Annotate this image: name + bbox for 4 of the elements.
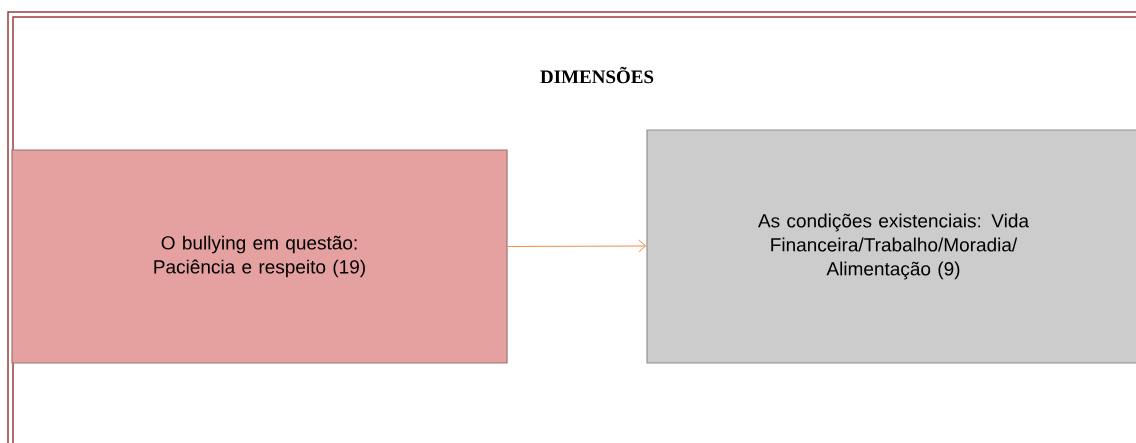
process-box: As condições existenciais: Vida Financeira/Trabalho/Moradia/ Alimentação (9)	[646, 129, 1136, 364]
arrow	[507, 239, 647, 253]
process-box: O bullying em questão: Paciência e respeito (19)	[11, 149, 508, 364]
title: DIMENSÕES	[540, 66, 654, 84]
